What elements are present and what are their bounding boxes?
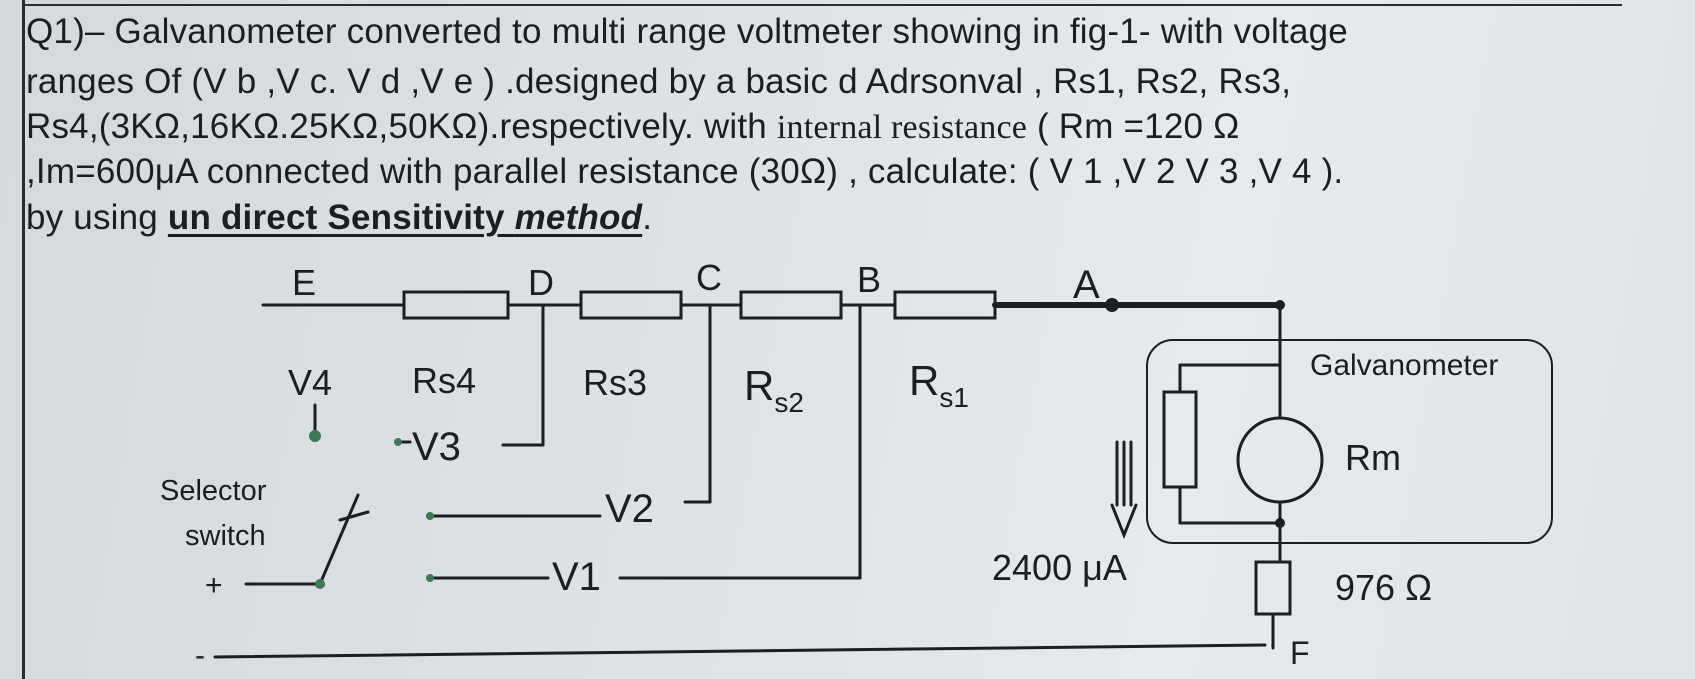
- rs3-label: Rs3: [583, 362, 647, 403]
- page-left-border: [22, 0, 25, 679]
- selector-label-2: switch: [185, 520, 266, 552]
- question-line-5c: method: [514, 198, 643, 237]
- node-c-label: C: [696, 257, 722, 298]
- resistor-rs2-box: [739, 290, 843, 320]
- question-line-3b: internal resistance: [776, 109, 1028, 146]
- v2-label: V2: [605, 487, 654, 531]
- question-line-1: Q1)– Galvanometer converted to multi ran…: [26, 12, 1348, 51]
- node-e-label: E: [292, 262, 316, 303]
- current-arrow-head: [1110, 503, 1138, 540]
- resistance-label: 976 Ω: [1335, 567, 1432, 608]
- resistor-rs4-box: [402, 290, 510, 320]
- node-a-label: A: [1073, 263, 1100, 307]
- rs2-main: R: [744, 362, 774, 409]
- minus-label: -: [195, 639, 205, 672]
- rs2-sub: s2: [774, 387, 804, 418]
- galvanometer-enclosure: [1146, 339, 1553, 544]
- switch-pivot: [315, 579, 325, 589]
- question-line-5: by using un direct Sensitivity method.: [26, 198, 652, 238]
- series-resistor: [1254, 560, 1292, 616]
- meter-circle: [1236, 416, 1324, 504]
- plus-label: +: [205, 569, 223, 602]
- page-top-border: [22, 4, 1622, 6]
- resistor-rs1-box: [893, 290, 997, 320]
- switch-arm: [318, 493, 360, 586]
- shunt-resistor: [1162, 390, 1198, 489]
- current-label: 2400 μA: [992, 547, 1127, 588]
- question-line-5d: .: [642, 198, 653, 237]
- rs2-label-main: Rs2: [744, 362, 804, 418]
- rs4-label: Rs4: [412, 360, 476, 401]
- v4-label: V4: [288, 362, 332, 403]
- question-line-2: ranges Of (V b ,V c. V d ,V e ) .designe…: [26, 62, 1292, 101]
- junction-dot: [1275, 300, 1285, 310]
- question-line-3: Rs4,(3KΩ,16KΩ.25KΩ,50KΩ).respectively. w…: [26, 107, 1239, 148]
- switch-mark: [338, 510, 370, 522]
- v4-contact: [309, 430, 321, 442]
- v3-contact: [394, 438, 402, 446]
- node-f-label: F: [1290, 635, 1310, 671]
- resistor-rs3-box: [579, 290, 683, 320]
- v1-label: V1: [552, 555, 601, 599]
- v2-contact: [426, 512, 434, 520]
- question-line-4: ,Im=600μA connected with parallel resist…: [26, 152, 1344, 191]
- question-line-5a: by using: [26, 198, 168, 237]
- rs1-label-main: Rs1: [909, 357, 969, 413]
- rm-label: Rm: [1345, 437, 1401, 478]
- v3-label: V3: [412, 425, 461, 469]
- return-wire: [213, 643, 1267, 659]
- node-d-label: D: [528, 262, 554, 303]
- junction-dot-bottom: [1275, 518, 1285, 528]
- question-line-5b: un direct Sensitivity: [167, 198, 515, 237]
- v1-contact: [426, 574, 434, 582]
- node-b-label: B: [857, 259, 881, 300]
- rs1-main: R: [909, 357, 939, 404]
- galvanometer-label: Galvanometer: [1310, 349, 1498, 382]
- selector-label-1: Selector: [160, 475, 267, 507]
- node-a-dot: [1105, 298, 1119, 312]
- rs1-sub: s1: [939, 382, 969, 413]
- question-line-3c: ( Rm =120 Ω: [1027, 107, 1240, 146]
- question-line-3a: Rs4,(3KΩ,16KΩ.25KΩ,50KΩ).respectively. w…: [26, 107, 777, 146]
